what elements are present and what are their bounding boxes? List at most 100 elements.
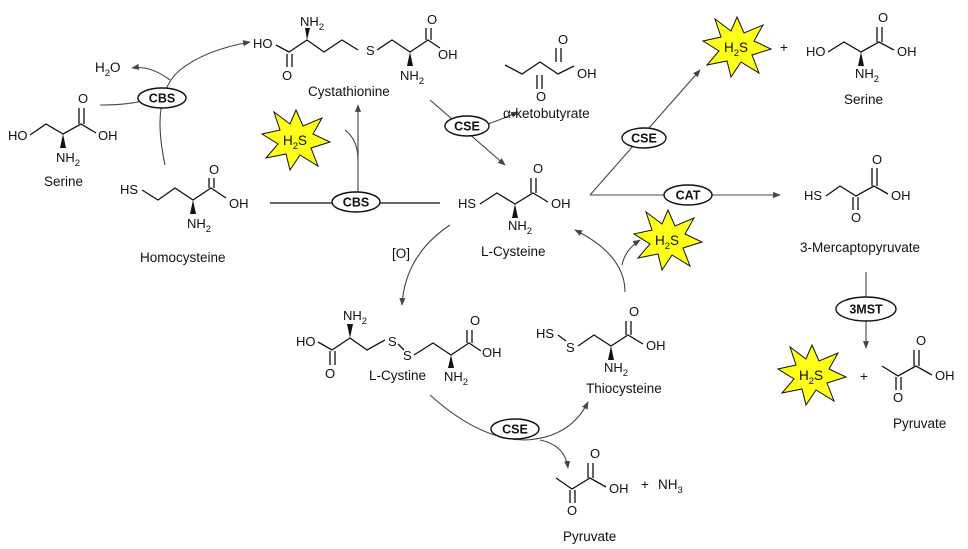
- svg-text:L-Cystine: L-Cystine: [369, 368, 426, 383]
- svg-text:NH2: NH2: [187, 216, 211, 235]
- svg-text:O: O: [470, 313, 480, 328]
- svg-text:H2S: H2S: [655, 233, 679, 252]
- svg-text:CBS: CBS: [343, 196, 369, 210]
- molecule-pyruvate-right: + O OH O Pyruvate: [860, 333, 955, 431]
- svg-text:O: O: [916, 333, 926, 348]
- svg-text:Serine: Serine: [844, 92, 883, 107]
- svg-text:OH: OH: [897, 44, 917, 59]
- svg-text:O: O: [209, 162, 219, 177]
- svg-text:NH3: NH3: [658, 477, 683, 496]
- svg-text:NH2: NH2: [343, 308, 367, 327]
- enzyme-cse-bottom: CSE: [490, 418, 540, 440]
- enzyme-3mst: 3MST: [835, 296, 897, 322]
- svg-text:O: O: [878, 10, 888, 25]
- enzyme-cbs-mid: CBS: [331, 191, 381, 213]
- svg-text:+: +: [780, 40, 788, 55]
- svg-text:Cystathionine: Cystathionine: [308, 84, 390, 99]
- molecule-cystine: NH2 HO O S S O OH NH2 L-Cystine: [296, 308, 502, 388]
- svg-text:OH: OH: [551, 196, 571, 211]
- molecule-cysteine: HS O OH NH2 L-Cysteine: [458, 161, 571, 259]
- molecule-water: H2O: [95, 60, 121, 79]
- arrow-h2s-release-thio: [621, 239, 641, 266]
- svg-text:HO: HO: [8, 128, 28, 143]
- svg-text:OH: OH: [577, 66, 597, 81]
- svg-text:+: +: [860, 369, 868, 384]
- svg-text:S: S: [388, 334, 397, 349]
- svg-text:O: O: [282, 68, 292, 83]
- svg-text:S: S: [366, 43, 375, 58]
- arrow-cystine-to-thiocysteine: [429, 394, 589, 441]
- svg-text:HO: HO: [253, 36, 273, 51]
- h2s-star-3mst: H2S: [776, 343, 848, 407]
- svg-text:CSE: CSE: [454, 120, 480, 134]
- svg-text:O: O: [567, 503, 577, 518]
- svg-text:O: O: [590, 446, 600, 461]
- svg-text:OH: OH: [935, 368, 955, 383]
- molecule-serine-right: + O HO OH NH2 Serine: [780, 10, 917, 107]
- svg-text:O: O: [427, 12, 437, 27]
- svg-text:Homocysteine: Homocysteine: [140, 250, 226, 265]
- svg-text:NH2: NH2: [400, 68, 424, 87]
- oxidation-label: [O]: [392, 246, 410, 261]
- svg-text:HS: HS: [536, 326, 554, 341]
- svg-text:H2S: H2S: [724, 40, 748, 59]
- h2s-star-cse: H2S: [701, 15, 773, 79]
- svg-text:O: O: [533, 161, 543, 176]
- svg-text:NH2: NH2: [300, 14, 324, 33]
- svg-text:CSE: CSE: [502, 423, 528, 437]
- svg-text:3-Mercaptopyruvate: 3-Mercaptopyruvate: [800, 240, 920, 255]
- svg-text:NH2: NH2: [444, 369, 468, 388]
- arrow-cysteine-to-cystine: [399, 224, 451, 306]
- svg-text:CAT: CAT: [676, 189, 701, 203]
- molecule-ketobutyrate: O OH O α-ketobutyrate: [503, 32, 597, 121]
- svg-text:O: O: [893, 390, 903, 405]
- svg-text:HS: HS: [458, 196, 476, 211]
- svg-text:O: O: [851, 210, 861, 225]
- enzyme-cat: CAT: [663, 184, 713, 206]
- arrow-h2s-release-cbs: [344, 129, 359, 161]
- svg-text:O: O: [325, 366, 335, 381]
- svg-text:H2S: H2S: [799, 368, 823, 387]
- svg-text:Pyruvate: Pyruvate: [563, 529, 616, 544]
- svg-text:OH: OH: [891, 188, 911, 203]
- svg-text:+: +: [641, 477, 649, 492]
- svg-text:OH: OH: [98, 128, 118, 143]
- svg-text:3MST: 3MST: [849, 303, 883, 317]
- svg-text:O: O: [78, 91, 88, 106]
- molecule-mercaptopyruvate: HS O OH O 3-Mercaptopyruvate: [800, 152, 920, 255]
- svg-text:O: O: [536, 89, 546, 104]
- svg-text:O: O: [872, 152, 882, 167]
- h2s-star-cbs: H2S: [260, 108, 332, 172]
- svg-text:OH: OH: [482, 345, 502, 360]
- svg-text:L-Cysteine: L-Cysteine: [481, 244, 546, 259]
- svg-text:O: O: [558, 32, 568, 47]
- svg-text:HO: HO: [806, 44, 826, 59]
- enzyme-cse-right: CSE: [621, 127, 667, 149]
- molecule-pyruvate-bottom: O OH O + NH3 Pyruvate: [555, 446, 683, 544]
- svg-text:NH2: NH2: [508, 218, 532, 237]
- svg-text:H2O: H2O: [95, 60, 121, 79]
- svg-text:NH2: NH2: [604, 360, 628, 379]
- enzyme-cbs-top: CBS: [137, 87, 187, 109]
- svg-text:NH2: NH2: [855, 66, 879, 85]
- svg-text:OH: OH: [229, 196, 249, 211]
- svg-text:CSE: CSE: [631, 132, 657, 146]
- svg-text:Thiocysteine: Thiocysteine: [586, 381, 662, 396]
- svg-text:CBS: CBS: [149, 92, 175, 106]
- arrow-homocysteine-to-cystathionine: [159, 40, 251, 166]
- svg-text:NH2: NH2: [56, 150, 80, 169]
- svg-text:S: S: [566, 340, 575, 355]
- molecule-cystathionine: NH2 HO O S O OH NH2 Cystathionine: [253, 12, 458, 99]
- svg-text:Serine: Serine: [44, 174, 83, 189]
- svg-text:HO: HO: [296, 334, 316, 349]
- svg-text:HS: HS: [804, 188, 822, 203]
- svg-text:OH: OH: [438, 47, 458, 62]
- arrow-pyruvate-out: [539, 439, 571, 469]
- molecule-serine-left: O HO OH NH2 Serine: [8, 91, 118, 189]
- svg-text:H2S: H2S: [283, 133, 307, 152]
- arrow-water-out: [131, 63, 171, 81]
- svg-text:O: O: [629, 304, 639, 319]
- h2s-star-thio: H2S: [632, 208, 704, 272]
